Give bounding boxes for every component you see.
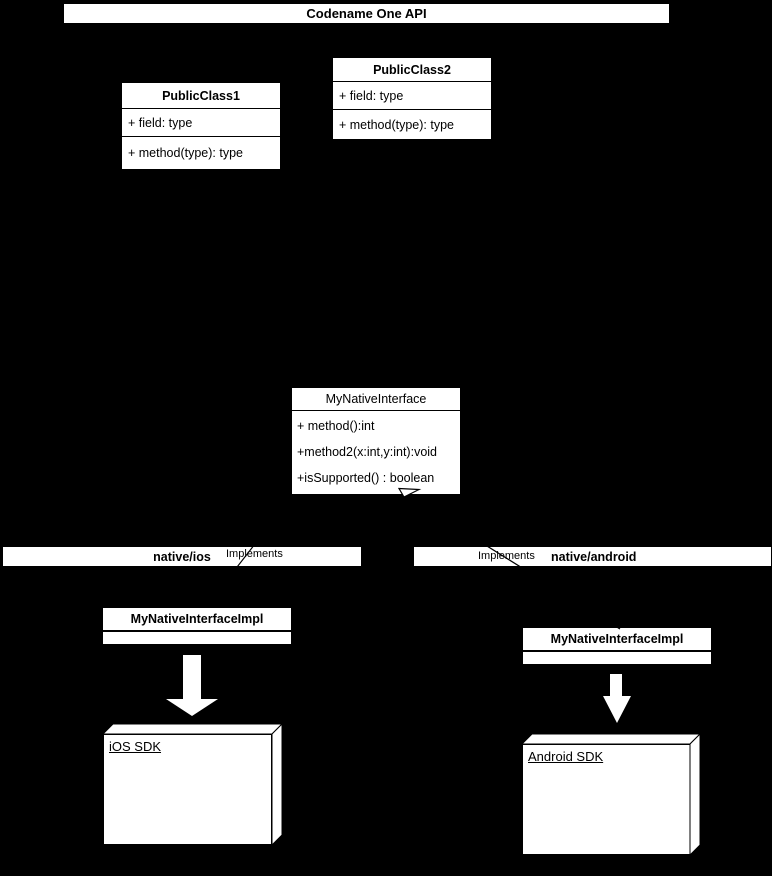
interface-members: + method():int +method2(x:int,y:int):voi… [292, 410, 460, 494]
package-label-android: native/android [551, 549, 637, 564]
class-member: + method(type): type [333, 109, 491, 139]
node-box-ios-sdk: iOS SDK [103, 734, 272, 845]
android-sdk-label: Android SDK [528, 749, 604, 764]
package-label-ios: native/ios [153, 549, 211, 564]
implements-label-ios: Implements [226, 548, 283, 560]
class-box-mynativeinterfaceimpl-android: MyNativeInterfaceImpl [522, 627, 712, 665]
interface-title: MyNativeInterface [325, 392, 427, 406]
api-title-bar: Codename One API [63, 3, 670, 24]
package-bar-native-ios: native/ios Implements [2, 546, 362, 567]
impl-empty-compartment [103, 630, 291, 644]
android-sdk-cube-right-face [689, 732, 701, 857]
impl-title-android: MyNativeInterfaceImpl [550, 632, 684, 646]
interface-box-mynativeinterface: MyNativeInterface + method():int +method… [291, 387, 461, 495]
interface-member: + method():int [297, 419, 375, 433]
class-member: + method(type): type [122, 136, 280, 169]
ios-sdk-cube-top-face [101, 723, 284, 735]
down-arrow-icon-ios [166, 655, 218, 716]
class-box-mynativeinterfaceimpl-ios: MyNativeInterfaceImpl [102, 607, 292, 645]
down-arrow-icon-android [603, 674, 631, 723]
interface-member: +method2(x:int,y:int):void [297, 445, 437, 459]
class-member: + field: type [122, 108, 280, 136]
impl-title-ios: MyNativeInterfaceImpl [130, 612, 264, 626]
interface-member: +isSupported() : boolean [297, 471, 435, 485]
api-title-label: Codename One API [306, 6, 427, 21]
android-sdk-cube-top-face [520, 733, 702, 745]
class-title: PublicClass2 [373, 62, 451, 77]
ios-sdk-cube-right-face [271, 722, 283, 847]
impl-empty-compartment [523, 650, 711, 664]
implements-label-android: Implements [478, 550, 535, 562]
class-box-publicclass2: PublicClass2 + field: type + method(type… [332, 57, 492, 140]
package-bar-native-android: Implements native/android [413, 546, 772, 567]
class-member: + field: type [333, 81, 491, 109]
class-title: PublicClass1 [162, 88, 240, 103]
node-box-android-sdk: Android SDK [522, 744, 691, 855]
ios-sdk-label: iOS SDK [109, 739, 162, 754]
class-box-publicclass1: PublicClass1 + field: type + method(type… [121, 82, 281, 170]
